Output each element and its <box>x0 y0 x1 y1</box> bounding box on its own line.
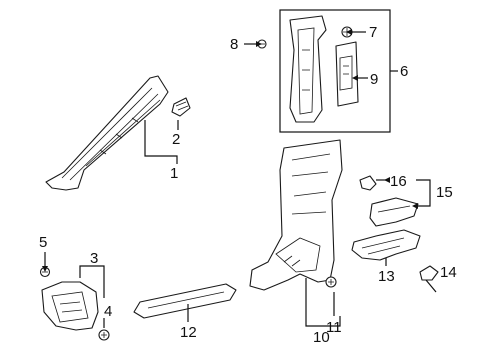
cowl-side-trim <box>41 281 99 331</box>
callout-7: 7 <box>369 24 377 41</box>
pillar-cover <box>369 197 419 227</box>
callout-labels: 1 2 3 4 5 6 7 8 9 10 11 12 13 14 15 16 <box>39 24 457 346</box>
scuff-plate <box>133 283 237 319</box>
front-pillar-garnish <box>45 75 169 191</box>
callout-10: 10 <box>313 329 330 346</box>
callout-4: 4 <box>104 303 112 320</box>
center-pillar-lower-garnish <box>249 139 343 291</box>
callout-11: 11 <box>326 319 342 336</box>
callout-13: 13 <box>378 268 395 285</box>
callout-16: 16 <box>390 173 407 190</box>
callout-15: 15 <box>436 184 453 201</box>
callout-1: 1 <box>170 165 178 182</box>
callout-6: 6 <box>400 63 408 80</box>
callout-2: 2 <box>172 131 180 148</box>
belt-adjuster-cover <box>335 41 359 107</box>
callout-12: 12 <box>180 324 197 341</box>
callout-8: 8 <box>230 36 238 53</box>
callout-9: 9 <box>370 71 378 88</box>
clip-16 <box>359 175 377 191</box>
arrowheads <box>42 29 418 272</box>
clip-11 <box>325 276 337 288</box>
quarter-trim <box>351 229 421 261</box>
callout-3: 3 <box>90 250 98 267</box>
callout-14: 14 <box>440 264 457 281</box>
callout-5: 5 <box>39 234 47 251</box>
clip-14 <box>419 265 439 281</box>
clip-4 <box>98 329 110 341</box>
pillar-clip <box>171 97 191 117</box>
center-pillar-upper-garnish <box>289 15 327 123</box>
leader-lines <box>44 31 437 328</box>
